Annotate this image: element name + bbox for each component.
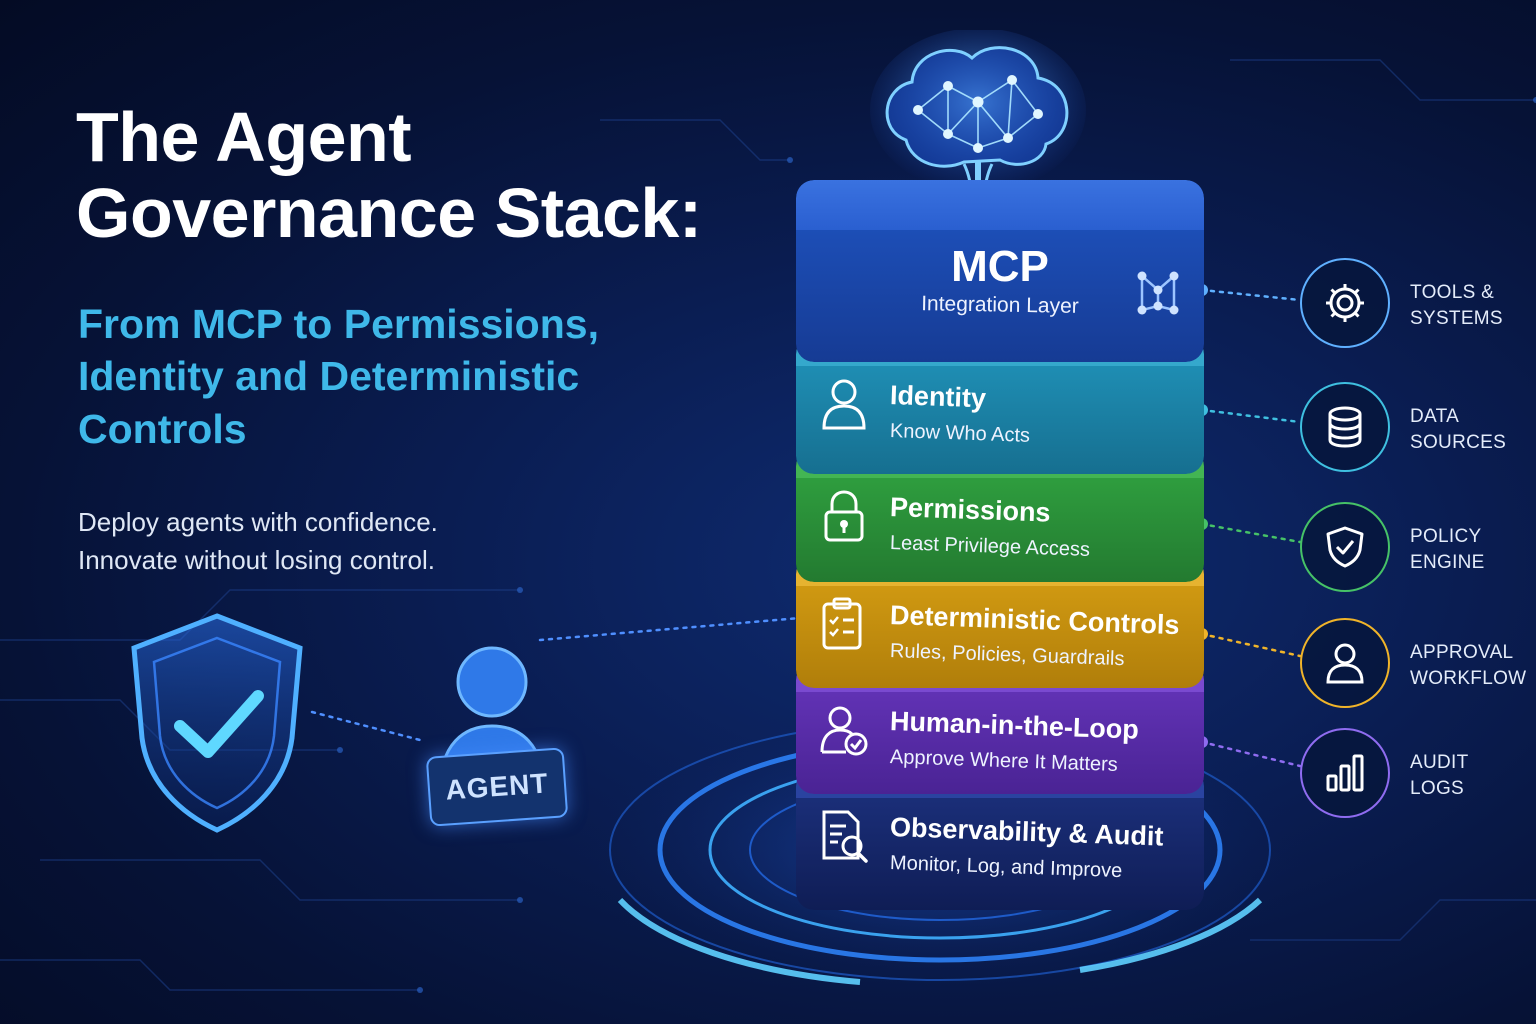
agent-label: AGENT xyxy=(444,767,550,806)
tagline-line-1: Deploy agents with confidence. xyxy=(78,507,438,537)
system-label-line-2: ENGINE xyxy=(1410,552,1485,574)
layer-title: MCP xyxy=(951,242,1049,291)
shield-check-icon xyxy=(1326,526,1364,568)
layer-slab xyxy=(796,180,1204,362)
checklist-icon xyxy=(822,597,862,650)
subtitle-line-2: Identity and Deterministic xyxy=(78,353,580,400)
system-approval-workflow[interactable]: APPROVAL WORKFLOW xyxy=(1300,618,1530,714)
title-line-1: The Agent xyxy=(76,98,412,176)
subtitle-line-1: From MCP to Permissions, xyxy=(78,301,599,347)
network-icon xyxy=(1137,271,1179,315)
user-check-icon xyxy=(820,706,868,756)
system-label: APPROVAL WORKFLOW xyxy=(1410,640,1526,692)
lock-icon xyxy=(824,490,864,542)
system-icon-ring xyxy=(1300,258,1390,348)
system-icon-ring xyxy=(1300,502,1390,592)
agent-badge: AGENT xyxy=(425,747,569,827)
system-audit-logs[interactable]: AUDIT LOGS xyxy=(1300,728,1530,824)
system-label-line-2: SOURCES xyxy=(1410,432,1507,454)
bar-chart-icon xyxy=(1326,754,1364,792)
database-icon xyxy=(1328,406,1362,448)
system-policy-engine[interactable]: POLICY ENGINE xyxy=(1300,502,1530,598)
document-search-icon xyxy=(822,810,868,863)
system-label: DATA SOURCES xyxy=(1410,404,1506,456)
system-label-line-2: SYSTEMS xyxy=(1410,308,1503,330)
subtitle-line-3: Controls xyxy=(78,405,247,452)
system-label: TOOLS & SYSTEMS xyxy=(1410,280,1503,332)
shield-check-icon xyxy=(131,613,303,833)
system-label-line-2: LOGS xyxy=(1410,778,1464,800)
system-label-line-1: TOOLS & xyxy=(1410,282,1495,303)
system-data-sources[interactable]: DATA SOURCES xyxy=(1300,382,1530,478)
layer-title: Identity xyxy=(889,380,987,414)
system-label: AUDIT LOGS xyxy=(1410,750,1469,802)
layer-subtitle: Know Who Acts xyxy=(889,420,1031,447)
system-label-line-1: POLICY xyxy=(1410,526,1482,547)
user-icon xyxy=(822,379,866,430)
title-line-2: Governance Stack: xyxy=(76,173,702,252)
system-label-line-1: APPROVAL xyxy=(1410,642,1514,663)
gear-icon xyxy=(1326,284,1364,322)
page-title: The Agent Governance Stack: xyxy=(76,98,796,252)
layer-title: Permissions xyxy=(889,492,1052,528)
user-icon xyxy=(1326,643,1364,684)
system-label: POLICY ENGINE xyxy=(1410,524,1485,576)
system-label-line-1: DATA xyxy=(1410,406,1460,427)
layer-mcp[interactable]: MCP Integration Layer xyxy=(796,180,1204,362)
system-icon-ring xyxy=(1300,382,1390,472)
tagline-line-2: Innovate without losing control. xyxy=(78,544,435,575)
system-icon-ring xyxy=(1300,618,1390,708)
system-label-line-1: AUDIT xyxy=(1410,752,1469,773)
system-label-line-2: WORKFLOW xyxy=(1410,668,1527,690)
system-tools-systems[interactable]: TOOLS & SYSTEMS xyxy=(1300,258,1530,354)
tagline: Deploy agents with confidence. Innovate … xyxy=(78,504,438,579)
system-icon-ring xyxy=(1300,728,1390,818)
page-subtitle: From MCP to Permissions, Identity and De… xyxy=(78,298,778,455)
